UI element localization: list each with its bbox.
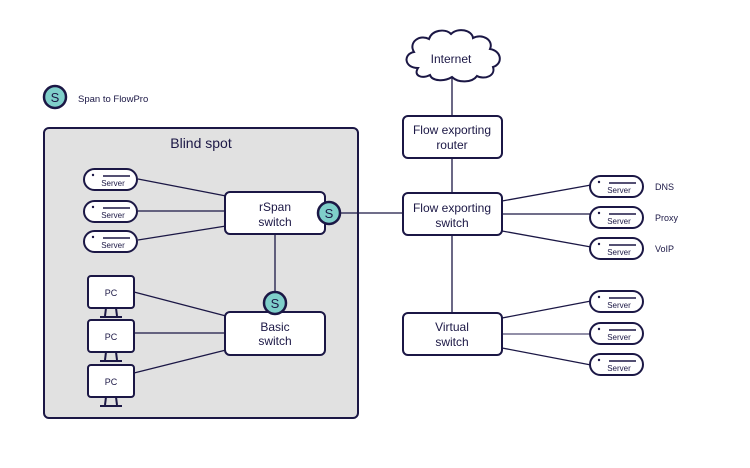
- server-icon: [83, 168, 138, 191]
- span-legend-icon: [42, 84, 68, 110]
- server-led-icon: [597, 295, 601, 299]
- server-role-label: Proxy: [655, 213, 679, 223]
- server-label: Server: [607, 333, 631, 342]
- server-role-label: DNS: [655, 182, 674, 192]
- basic-switch[interactable]: Basic switch: [224, 311, 326, 356]
- server-label: Server: [101, 241, 125, 250]
- server[interactable]: Server: [589, 322, 644, 345]
- server[interactable]: Server: [589, 237, 644, 260]
- internet-label: Internet: [431, 52, 472, 66]
- router-label-line1: Flow exporting: [413, 123, 491, 137]
- server[interactable]: Server: [83, 168, 138, 191]
- server-role-label: VoIP: [655, 244, 674, 254]
- link-flowswitch-voip: [501, 230, 592, 248]
- basic-label-line2: switch: [258, 334, 291, 348]
- rspan-switch[interactable]: rSpan switch: [224, 191, 326, 235]
- pc[interactable]: PC: [87, 275, 135, 318]
- pc-label: PC: [105, 288, 118, 298]
- blind-spot-title: Blind spot: [170, 135, 232, 151]
- flow-switch-label-line1: Flow exporting: [413, 201, 491, 215]
- basic-span-badge: S: [262, 290, 288, 316]
- monitor-icon: [87, 319, 135, 353]
- server-label: Server: [101, 179, 125, 188]
- virtual-switch-label-line1: Virtual: [435, 320, 469, 334]
- span-icon-letter: S: [271, 296, 280, 311]
- virtual-switch[interactable]: Virtual switch: [402, 312, 503, 356]
- link-pc3-basic: [133, 349, 227, 374]
- rspan-label-line2: switch: [258, 215, 291, 229]
- virtual-switch-label-line2: switch: [435, 335, 468, 349]
- server[interactable]: Server: [589, 175, 644, 198]
- pc[interactable]: PC: [87, 319, 135, 362]
- link-server3-rspan: [137, 225, 227, 241]
- monitor-stand-icon: [100, 396, 122, 407]
- server[interactable]: Server: [589, 290, 644, 313]
- pc[interactable]: PC: [87, 364, 135, 407]
- server-led-icon: [597, 180, 601, 184]
- flow-switch-label-line2: switch: [435, 216, 468, 230]
- server-label: Server: [607, 248, 631, 257]
- server-led-icon: [91, 235, 95, 239]
- server-label: Server: [607, 217, 631, 226]
- legend: S Span to FlowPro: [42, 84, 148, 110]
- server[interactable]: Server: [589, 353, 644, 376]
- monitor-stand-icon: [100, 351, 122, 362]
- connections: [133, 75, 592, 374]
- flow-exporting-switch[interactable]: Flow exporting switch: [402, 192, 503, 236]
- server-icon: [589, 290, 644, 313]
- span-icon-letter: S: [325, 206, 334, 221]
- server-icon: [589, 206, 644, 229]
- span-icon: [262, 290, 288, 316]
- basic-label-line1: Basic: [260, 320, 289, 334]
- internet-cloud: Internet: [405, 29, 501, 83]
- pcs: PC PC PC: [87, 275, 135, 407]
- server-icon: [589, 322, 644, 345]
- rspan-label-line1: rSpan: [259, 200, 291, 214]
- server-icon: [589, 175, 644, 198]
- server[interactable]: Server: [589, 206, 644, 229]
- server-led-icon: [597, 211, 601, 215]
- server-led-icon: [91, 205, 95, 209]
- link-flowswitch-dns: [501, 184, 592, 202]
- server-icon: [83, 230, 138, 253]
- server-led-icon: [597, 327, 601, 331]
- span-legend-icon-letter: S: [51, 90, 60, 105]
- server-label: Server: [607, 364, 631, 373]
- cloud-icon: [405, 29, 501, 83]
- server-led-icon: [91, 173, 95, 177]
- server-led-icon: [597, 242, 601, 246]
- server-led-icon: [597, 358, 601, 362]
- server-label: Server: [101, 211, 125, 220]
- flow-exporting-router[interactable]: Flow exporting router: [402, 115, 503, 159]
- monitor-icon: [87, 364, 135, 398]
- link-server1-rspan: [137, 178, 227, 197]
- rspan-span-badge: S: [316, 200, 342, 226]
- span-icon: [316, 200, 342, 226]
- monitor-icon: [87, 275, 135, 309]
- server-icon: [589, 237, 644, 260]
- server-label: Server: [607, 186, 631, 195]
- server-label: Server: [607, 301, 631, 310]
- link-pc1-basic: [133, 291, 227, 317]
- router-label-line2: router: [436, 138, 467, 152]
- link-virtual-server3: [501, 347, 592, 366]
- legend-label: Span to FlowPro: [78, 94, 148, 105]
- monitor-stand-icon: [100, 307, 122, 318]
- server[interactable]: Server: [83, 200, 138, 223]
- link-virtual-server1: [501, 300, 592, 319]
- pc-label: PC: [105, 332, 118, 342]
- server-icon: [83, 200, 138, 223]
- pc-label: PC: [105, 377, 118, 387]
- server-icon: [589, 353, 644, 376]
- server[interactable]: Server: [83, 230, 138, 253]
